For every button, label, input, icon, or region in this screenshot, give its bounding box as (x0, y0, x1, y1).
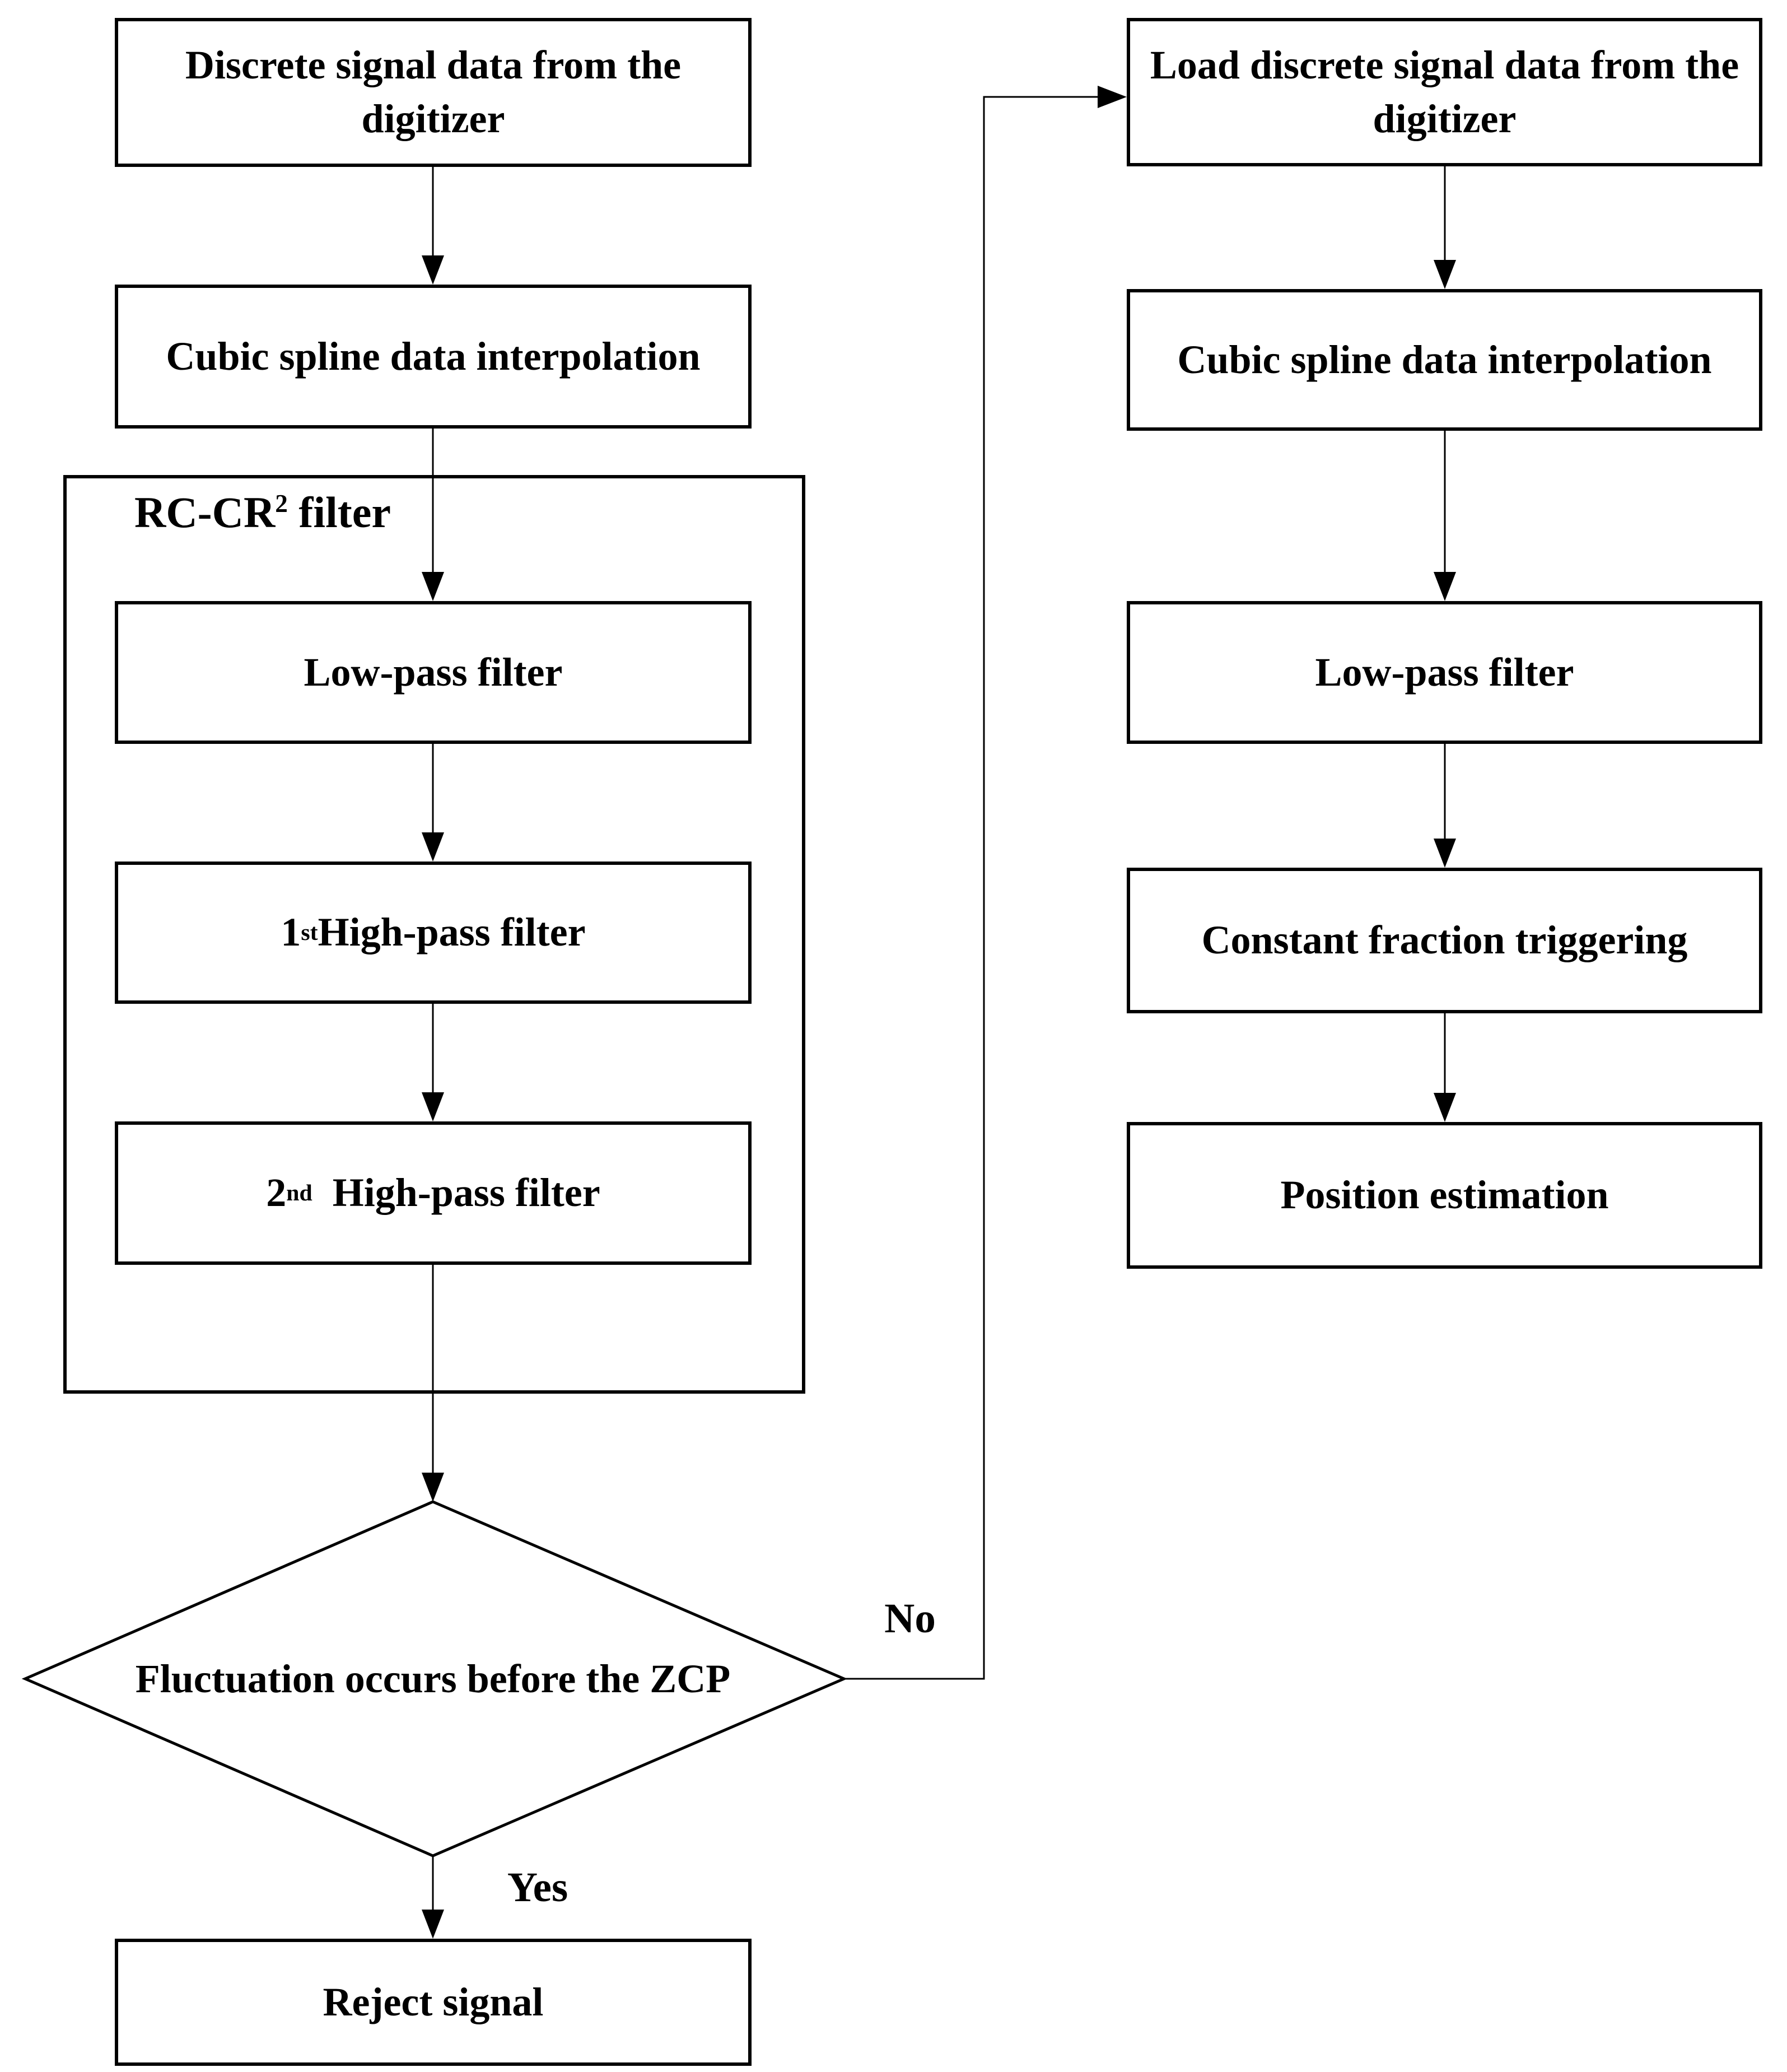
arrowhead (422, 1910, 444, 1939)
hp2-rest: High-pass filter (312, 1170, 600, 1216)
arrowhead (422, 572, 444, 601)
arrowhead (422, 1473, 444, 1502)
arrowhead (1434, 839, 1456, 868)
branch-label-no: No (884, 1595, 936, 1642)
arrowhead (1434, 260, 1456, 289)
rc-cr2-filter-group-label: RC-CR2 filter (134, 488, 391, 537)
node-cubic-spline-interpolation-right: Cubic spline data interpolation (1127, 289, 1762, 431)
arrowhead (1434, 572, 1456, 601)
arrowhead (422, 255, 444, 285)
hp2-number: 2 (266, 1170, 287, 1216)
hp1-rest: High-pass filter (318, 910, 586, 955)
node-low-pass-filter-left: Low-pass filter (115, 601, 752, 744)
arrowhead (422, 832, 444, 862)
group-label-superscript: 2 (275, 490, 288, 518)
arrowhead (1434, 1093, 1456, 1122)
node-cubic-spline-interpolation-left: Cubic spline data interpolation (115, 285, 752, 429)
node-load-discrete-signal-data: Load discrete signal data from the digit… (1127, 18, 1762, 166)
node-constant-fraction-triggering: Constant fraction triggering (1127, 868, 1762, 1013)
node-position-estimation: Position estimation (1127, 1122, 1762, 1269)
hp1-number: 1 (281, 910, 301, 955)
group-label-rest: filter (287, 488, 391, 537)
node-low-pass-filter-right: Low-pass filter (1127, 601, 1762, 744)
group-label-base: RC-CR (134, 488, 276, 537)
decision-fluctuation-before-zcp: Fluctuation occurs before the ZCP (135, 1656, 731, 1701)
branch-label-yes: Yes (507, 1864, 568, 1911)
node-reject-signal: Reject signal (115, 1939, 752, 2066)
arrowhead (1098, 86, 1127, 108)
arrowhead (422, 1092, 444, 1121)
node-discrete-signal-data: Discrete signal data from the digitizer (115, 18, 752, 167)
rc-cr2-filter-group (63, 475, 805, 1394)
